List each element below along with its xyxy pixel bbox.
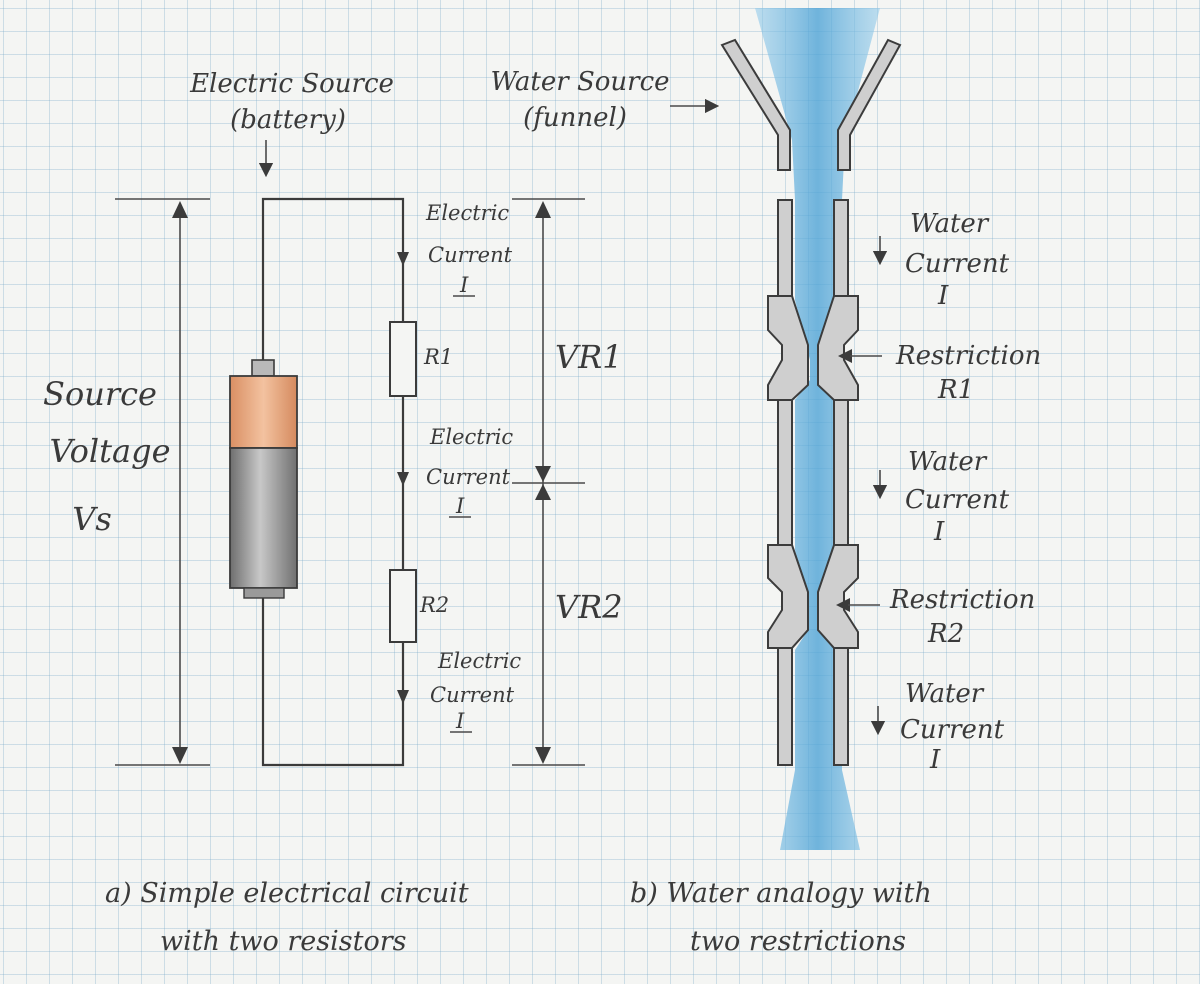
pipe-right-middle bbox=[833, 399, 849, 546]
vr2-arrow-bottom bbox=[535, 747, 551, 764]
current-arrow-1 bbox=[397, 252, 409, 266]
water-source-sublabel: (funnel) bbox=[523, 103, 627, 133]
circuit-caption-line1: a) Simple electrical circuit bbox=[105, 878, 469, 909]
current-arrow-2 bbox=[397, 472, 409, 486]
current-label-1-symbol: I bbox=[459, 273, 469, 297]
water-current-3-line1: Water bbox=[905, 679, 985, 709]
source-voltage-symbol: Vs bbox=[72, 500, 112, 538]
electric-source-sublabel: (battery) bbox=[230, 105, 346, 135]
source-voltage-label-line2: Voltage bbox=[49, 432, 170, 470]
current-label-1-line2: Current bbox=[428, 243, 513, 267]
restriction-2-right bbox=[817, 544, 859, 649]
vr2-label: VR2 bbox=[555, 588, 623, 626]
vs-arrow-top bbox=[172, 201, 188, 218]
pipe-left-middle bbox=[777, 399, 793, 546]
water-current-2-line2: Current bbox=[905, 485, 1010, 515]
battery bbox=[229, 359, 298, 599]
current-label-3-line2: Current bbox=[430, 683, 515, 707]
pipe-left-lower bbox=[777, 647, 793, 766]
restriction-2-left bbox=[767, 544, 809, 649]
water-caption-line2: two restrictions bbox=[690, 926, 906, 957]
water-current-3-line2: Current bbox=[900, 715, 1005, 745]
restriction-1-left bbox=[767, 295, 809, 401]
water-stream bbox=[755, 8, 880, 850]
funnel-left-wall bbox=[720, 38, 791, 171]
restriction-2-symbol: R2 bbox=[927, 619, 964, 649]
restriction-2-label: Restriction bbox=[889, 585, 1035, 615]
current-arrow-3 bbox=[397, 690, 409, 704]
current-label-3-line1: Electric bbox=[437, 649, 521, 673]
electric-circuit: Electric Source (battery) R1 R2 Electric… bbox=[43, 69, 623, 957]
vr1-arrow-bottom bbox=[535, 466, 551, 482]
current-label-3-symbol: I bbox=[455, 709, 465, 733]
current-label-2-line1: Electric bbox=[429, 425, 513, 449]
current-label-1-line1: Electric bbox=[425, 201, 509, 225]
vs-arrow-bottom bbox=[172, 747, 188, 764]
electric-source-label: Electric Source bbox=[189, 69, 394, 99]
water-caption-line1: b) Water analogy with bbox=[630, 878, 932, 909]
water-current-3-symbol: I bbox=[929, 745, 941, 775]
current-label-2-line2: Current bbox=[426, 465, 511, 489]
restriction-1-label: Restriction bbox=[895, 341, 1041, 371]
funnel-right-wall bbox=[837, 38, 902, 171]
restriction-1-symbol: R1 bbox=[937, 375, 974, 405]
water-current-2-symbol: I bbox=[933, 517, 945, 547]
water-current-1-line2: Current bbox=[905, 249, 1010, 279]
source-voltage-label-line1: Source bbox=[43, 375, 157, 413]
water-analogy: Water Source (funnel) Water Current I Wa… bbox=[490, 8, 1041, 957]
water-current-1-symbol: I bbox=[937, 281, 949, 311]
circuit-caption-line2: with two resistors bbox=[160, 926, 406, 957]
r1-label: R1 bbox=[423, 345, 453, 369]
water-current-2-line1: Water bbox=[908, 447, 988, 477]
water-source-label: Water Source bbox=[490, 67, 669, 97]
pipe-left-upper bbox=[777, 199, 793, 297]
water-current-1-line1: Water bbox=[910, 209, 990, 239]
r2-label: R2 bbox=[419, 593, 449, 617]
vr1-label: VR1 bbox=[555, 338, 623, 376]
resistor-r2 bbox=[389, 569, 417, 643]
pipe-right-lower bbox=[833, 647, 849, 766]
restriction-2-arrowhead bbox=[836, 598, 850, 612]
current-label-2-symbol: I bbox=[455, 494, 465, 518]
vr1-arrow-top bbox=[535, 201, 551, 218]
restriction-1-right bbox=[817, 295, 859, 401]
resistor-r1 bbox=[389, 321, 417, 397]
restriction-1-arrowhead bbox=[838, 349, 852, 363]
pipe-right-upper bbox=[833, 199, 849, 297]
vr2-arrow-top bbox=[535, 484, 551, 500]
